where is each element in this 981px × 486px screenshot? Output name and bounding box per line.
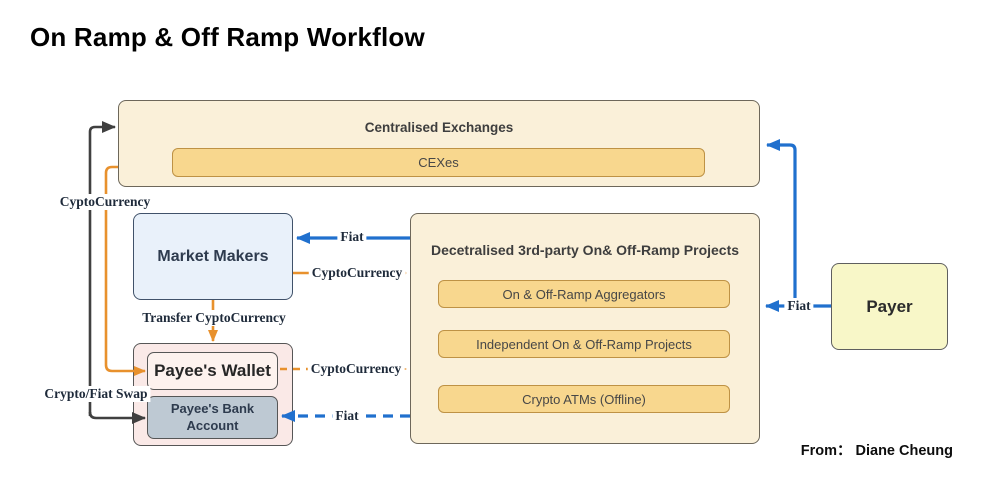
payees-wallet-box: Payee's Wallet xyxy=(147,352,278,390)
label-fiat-to-bank: Fiat xyxy=(332,408,362,424)
independent-projects-box: Independent On & Off-Ramp Projects xyxy=(438,330,730,358)
market-makers-box: Market Makers xyxy=(133,213,293,300)
cexes-box: CEXes xyxy=(172,148,705,177)
payer-box: Payer xyxy=(831,263,948,350)
label-cypto-from-wallet: CyptoCurrency xyxy=(307,361,405,377)
aggregators-box: On & Off-Ramp Aggregators xyxy=(438,280,730,308)
label-left-cyptocurrency: CyptoCurrency xyxy=(56,194,154,210)
label-transfer-cyptocurrency: Transfer CyptoCurrency xyxy=(139,310,289,326)
label-fiat-from-payer: Fiat xyxy=(784,298,814,314)
label-crypto-fiat-swap: Crypto/Fiat Swap xyxy=(41,386,151,402)
label-fiat-to-market-makers: Fiat xyxy=(337,229,367,245)
page-title: On Ramp & Off Ramp Workflow xyxy=(30,22,425,52)
centralised-exchanges-title: Centralised Exchanges xyxy=(364,120,514,135)
crypto-atms-box: Crypto ATMs (Offline) xyxy=(438,385,730,413)
credit-text: From： Diane Cheung xyxy=(800,443,953,459)
payees-bank-account-box: Payee's Bank Account xyxy=(147,396,278,439)
label-cypto-from-market-makers: CyptoCurrency xyxy=(308,265,406,281)
decentralised-projects-title: Decetralised 3rd-party On& Off-Ramp Proj… xyxy=(430,242,740,258)
